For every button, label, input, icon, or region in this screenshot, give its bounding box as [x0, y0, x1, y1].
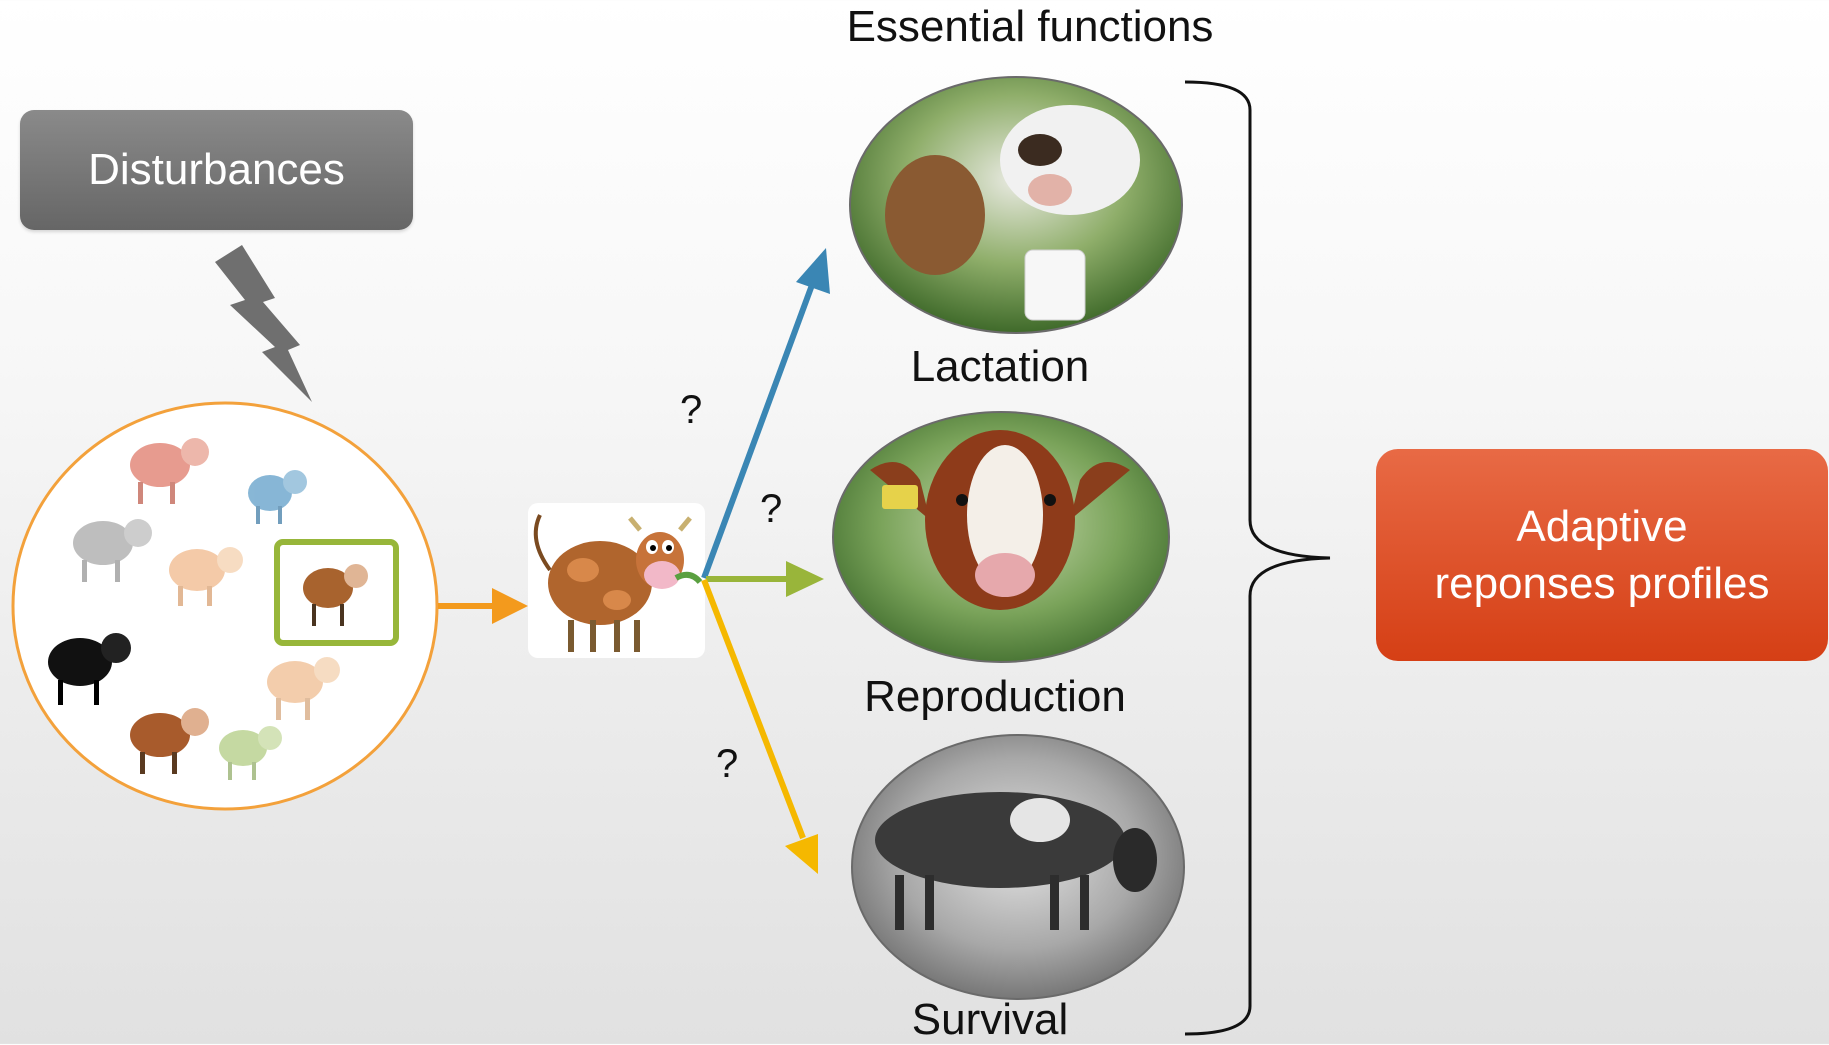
survival-label: Survival — [911, 995, 1069, 1044]
arrow-to-reproduction — [706, 561, 824, 597]
lightning-bolt-icon — [215, 245, 312, 402]
adaptive-line2: reponses profiles — [1434, 559, 1770, 608]
question-mark-reproduction: ? — [760, 487, 783, 531]
reproduction-photo — [832, 411, 1170, 663]
arrow-to-survival — [701, 578, 818, 874]
cow-icon — [73, 519, 152, 582]
disturbances-box: Disturbances — [20, 110, 413, 230]
arrow-herd-to-cow — [438, 588, 528, 624]
lactation-photo — [849, 76, 1183, 334]
question-mark-survival: ? — [716, 742, 739, 786]
cow-icon — [130, 438, 209, 504]
question-mark-lactation: ? — [680, 388, 703, 432]
survival-photo — [851, 734, 1185, 1000]
cow-icon — [48, 633, 131, 705]
lactation-label: Lactation — [910, 342, 1090, 391]
grouping-brace — [1184, 80, 1331, 1036]
single-cow — [528, 503, 705, 658]
herd-circle — [11, 401, 439, 811]
disturbances-label: Disturbances — [88, 145, 345, 194]
adaptive-line1: Adaptive — [1516, 502, 1688, 551]
cow-icon — [169, 547, 243, 606]
header-title: Essential functions — [846, 2, 1214, 51]
selected-cow-frame — [274, 539, 399, 646]
cow-icon — [248, 470, 307, 524]
cow-icon — [267, 657, 340, 720]
herd-cows — [48, 438, 399, 780]
adaptive-responses-box: Adaptive reponses profiles — [1376, 449, 1828, 661]
arrow-to-lactation — [701, 248, 830, 580]
cow-icon — [303, 564, 368, 626]
cow-icon — [219, 726, 282, 780]
reproduction-label: Reproduction — [864, 672, 1126, 721]
cow-icon — [130, 708, 209, 774]
